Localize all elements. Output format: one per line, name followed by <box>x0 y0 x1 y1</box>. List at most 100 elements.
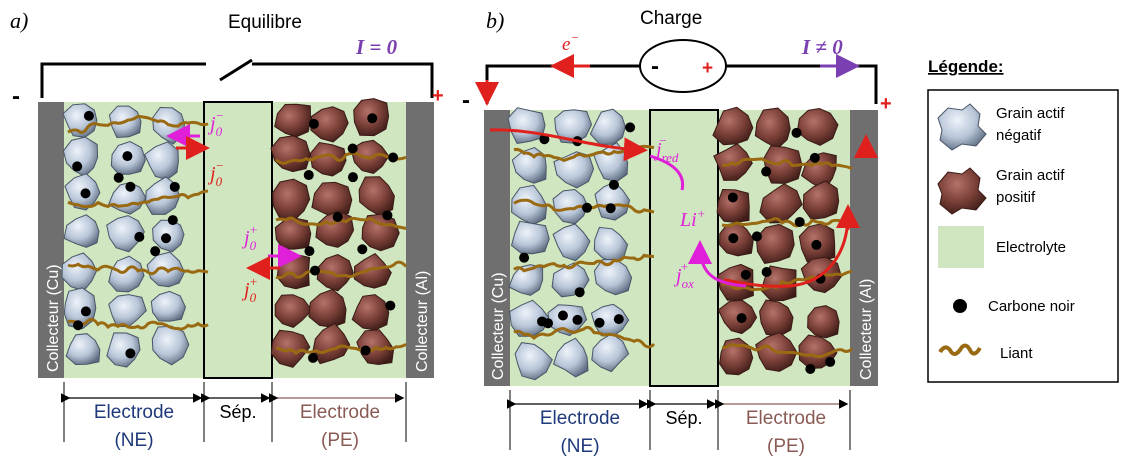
positive-grain <box>276 253 311 290</box>
label-li-ion: Li+ <box>679 206 705 231</box>
negative-grain <box>61 252 98 292</box>
carbon-dot-icon <box>953 299 967 313</box>
negative-grain-icon <box>937 103 987 151</box>
negative-grain <box>590 303 630 337</box>
carbon-black-particle <box>382 210 393 221</box>
negative-grain <box>589 108 626 145</box>
label-sep: Sép. <box>219 402 256 422</box>
binder-strand <box>67 262 209 276</box>
source-minus: - <box>651 53 659 80</box>
ion-path-pe <box>688 240 747 288</box>
carbon-black-particle <box>809 152 820 163</box>
negative-grain <box>108 294 147 328</box>
binder-strand <box>721 342 854 359</box>
label-ne-abbr: (NE) <box>114 430 153 451</box>
legend-item-5: Liant <box>1000 345 1033 362</box>
panel-a-current: I = 0 <box>355 35 398 59</box>
carbon-black-particle <box>625 122 636 133</box>
carbon-black-particle <box>167 215 178 226</box>
carbon-black-particle <box>605 203 616 214</box>
source-plus: + <box>702 58 713 79</box>
negative-grain <box>591 333 630 373</box>
circuit-wire-right-b <box>726 64 878 104</box>
panel-b-minus: - <box>462 87 470 114</box>
grains-b <box>507 106 854 381</box>
positive-grain <box>802 180 840 221</box>
collector-cu-label-b: Collecteur (Cu) <box>490 272 507 380</box>
label-electrode-pe: Electrode <box>300 402 380 423</box>
positive-grain <box>754 107 791 150</box>
carbon-black-particle <box>740 269 751 280</box>
collector-al-label-b: Collecteur (Al) <box>858 279 875 380</box>
positive-grain <box>755 223 795 265</box>
carbon-black-particle <box>125 181 136 192</box>
legend-title: Légende: <box>928 57 1004 76</box>
label-electrode-pe-b: Electrode <box>746 408 826 429</box>
negative-grain <box>509 299 551 337</box>
label-j0-minus-a: j0− <box>207 108 224 139</box>
carbon-black-particle <box>332 211 343 222</box>
negative-grain <box>63 214 100 248</box>
positive-grain <box>712 106 754 146</box>
carbon-black-particle <box>310 265 321 276</box>
carbon-black-particle <box>308 118 319 129</box>
negative-grain <box>65 333 101 366</box>
label-electron: e− <box>562 30 579 55</box>
panel-a: a) Equilibre I = 0 - + Collecteur (Cu) C… <box>10 8 444 451</box>
negative-grain <box>511 184 548 226</box>
separator <box>203 101 273 379</box>
legend: Légende: Grain actif négatif Grain actif… <box>927 57 1119 383</box>
carbon-black-particle <box>125 348 136 359</box>
panel-b-current: I ≠ 0 <box>801 35 843 59</box>
electrolyte-swatch <box>938 226 984 268</box>
label-electrode-ne-b: Electrode <box>540 408 620 429</box>
panel-a-title: Equilibre <box>228 12 302 33</box>
panel-b-letter: b) <box>486 8 504 33</box>
carbon-black-particle <box>543 318 554 329</box>
legend-item-1-line-2: négatif <box>996 127 1042 144</box>
circuit-wire-left <box>40 62 206 98</box>
label-j-ox: jox+ <box>673 259 694 291</box>
positive-grain <box>308 288 347 328</box>
carbon-black-particle <box>805 363 816 374</box>
carbon-black-particle <box>150 246 161 257</box>
positive-grain-icon <box>937 167 987 215</box>
carbon-black-particle <box>303 170 314 181</box>
carbon-black-particle <box>761 267 772 278</box>
negative-grain <box>552 188 589 225</box>
carbon-black-particle <box>825 356 836 367</box>
binder-strand <box>721 269 853 292</box>
carbon-black-particle <box>572 314 583 325</box>
carbon-black-particle <box>304 246 315 257</box>
label-pe-abbr: (PE) <box>321 430 359 451</box>
electron-path-ne <box>489 128 648 162</box>
positive-grain <box>351 294 390 331</box>
binder-strand <box>721 157 853 170</box>
binder-strand <box>67 317 209 331</box>
carbon-black-particle <box>72 161 83 172</box>
electron-path-pe <box>723 213 850 288</box>
carbon-black-particle <box>134 231 145 242</box>
carbon-black-particle <box>347 172 358 183</box>
carbon-black-particle <box>73 320 84 331</box>
carbon-black-particle <box>357 244 368 255</box>
legend-item-2-line-1: Grain actif <box>996 167 1065 184</box>
carbon-black-particle <box>385 300 396 311</box>
positive-grain <box>716 188 750 223</box>
carbon-black-particle <box>594 317 605 328</box>
carbon-black-particle <box>728 233 739 244</box>
binder-strand <box>513 253 655 273</box>
carbon-black-particle <box>727 192 738 203</box>
circuit-wire-right <box>252 62 434 98</box>
positive-grain <box>759 299 794 337</box>
label-pe-abbr-b: (PE) <box>767 436 805 457</box>
panel-b-title: Charge <box>640 8 702 29</box>
negative-grain <box>514 342 553 381</box>
carbon-black-particle <box>388 152 399 163</box>
carbon-black-particle <box>113 172 124 183</box>
binder-strand <box>274 151 407 165</box>
collector-cu-label: Collecteur (Cu) <box>45 264 62 372</box>
carbon-black-particle <box>736 313 747 324</box>
binder-strand <box>67 114 209 134</box>
